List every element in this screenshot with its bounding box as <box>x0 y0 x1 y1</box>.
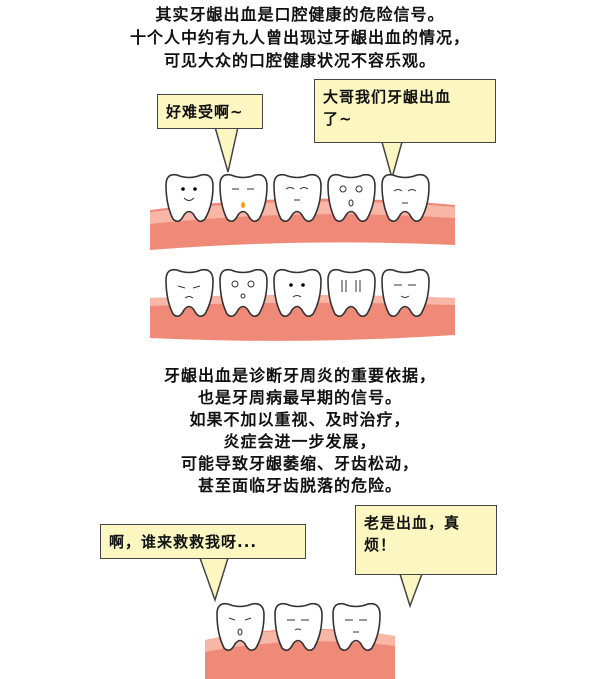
speech-bubble-1: 好难受啊~ <box>157 94 263 129</box>
speech-bubble-3: 啊，谁来救救我呀... <box>100 524 306 559</box>
tooth-row-2 <box>165 268 430 318</box>
bubble-tail <box>381 141 403 181</box>
bubble-tail <box>399 573 423 609</box>
bubble-text: 老是出血，真 <box>364 514 461 532</box>
bubble-text: 了~ <box>323 110 353 128</box>
tooth-row-3 <box>216 602 381 652</box>
tooth-swirl-eyes <box>219 268 268 318</box>
intro-line: 其实牙龈出血是口腔健康的危险信号。 <box>155 5 445 24</box>
explain-line: 也是牙周病最早期的信号。 <box>197 388 402 407</box>
tooth-row-1 <box>165 173 430 223</box>
explain-line: 可能导致牙龈萎缩、牙齿松动， <box>180 454 419 473</box>
tooth-worried <box>273 268 322 318</box>
bubble-text: 大哥我们牙龈出血 <box>323 88 452 106</box>
bubble-text: 烦！ <box>364 536 397 554</box>
tooth-crying <box>327 268 376 318</box>
tooth-bleeding <box>219 173 268 223</box>
explain-line: 炎症会进一步发展， <box>223 432 377 451</box>
tooth-sleepy <box>273 173 322 223</box>
intro-line: 可见大众的口腔健康状况不容乐观。 <box>163 51 436 70</box>
bubble-text: 好难受啊~ <box>166 103 244 121</box>
speech-bubble-2: 大哥我们牙龈出血了~ <box>314 79 496 143</box>
tooth-bored <box>332 602 381 652</box>
tooth-annoyed <box>274 602 323 652</box>
tooth-smiling <box>165 173 214 223</box>
bubble-text: 啊，谁来救救我呀... <box>109 533 258 551</box>
speech-bubble-4: 老是出血，真烦！ <box>355 505 497 575</box>
intro-line: 十个人中约有九人曾出现过牙龈出血的情况， <box>129 28 470 47</box>
bubble-tail <box>214 126 239 173</box>
tooth-dizzy <box>327 173 376 223</box>
explain-line: 甚至面临牙齿脱落的危险。 <box>197 476 402 495</box>
bubble-tail <box>199 557 229 603</box>
tooth-tired <box>381 173 430 223</box>
tooth-shocked <box>216 602 265 652</box>
tooth-sad <box>165 268 214 318</box>
explain-line: 如果不加以重视、及时治疗， <box>189 410 411 429</box>
explain-line: 牙龈出血是诊断牙周炎的重要依据， <box>163 366 436 385</box>
tooth-unwell <box>381 268 430 318</box>
